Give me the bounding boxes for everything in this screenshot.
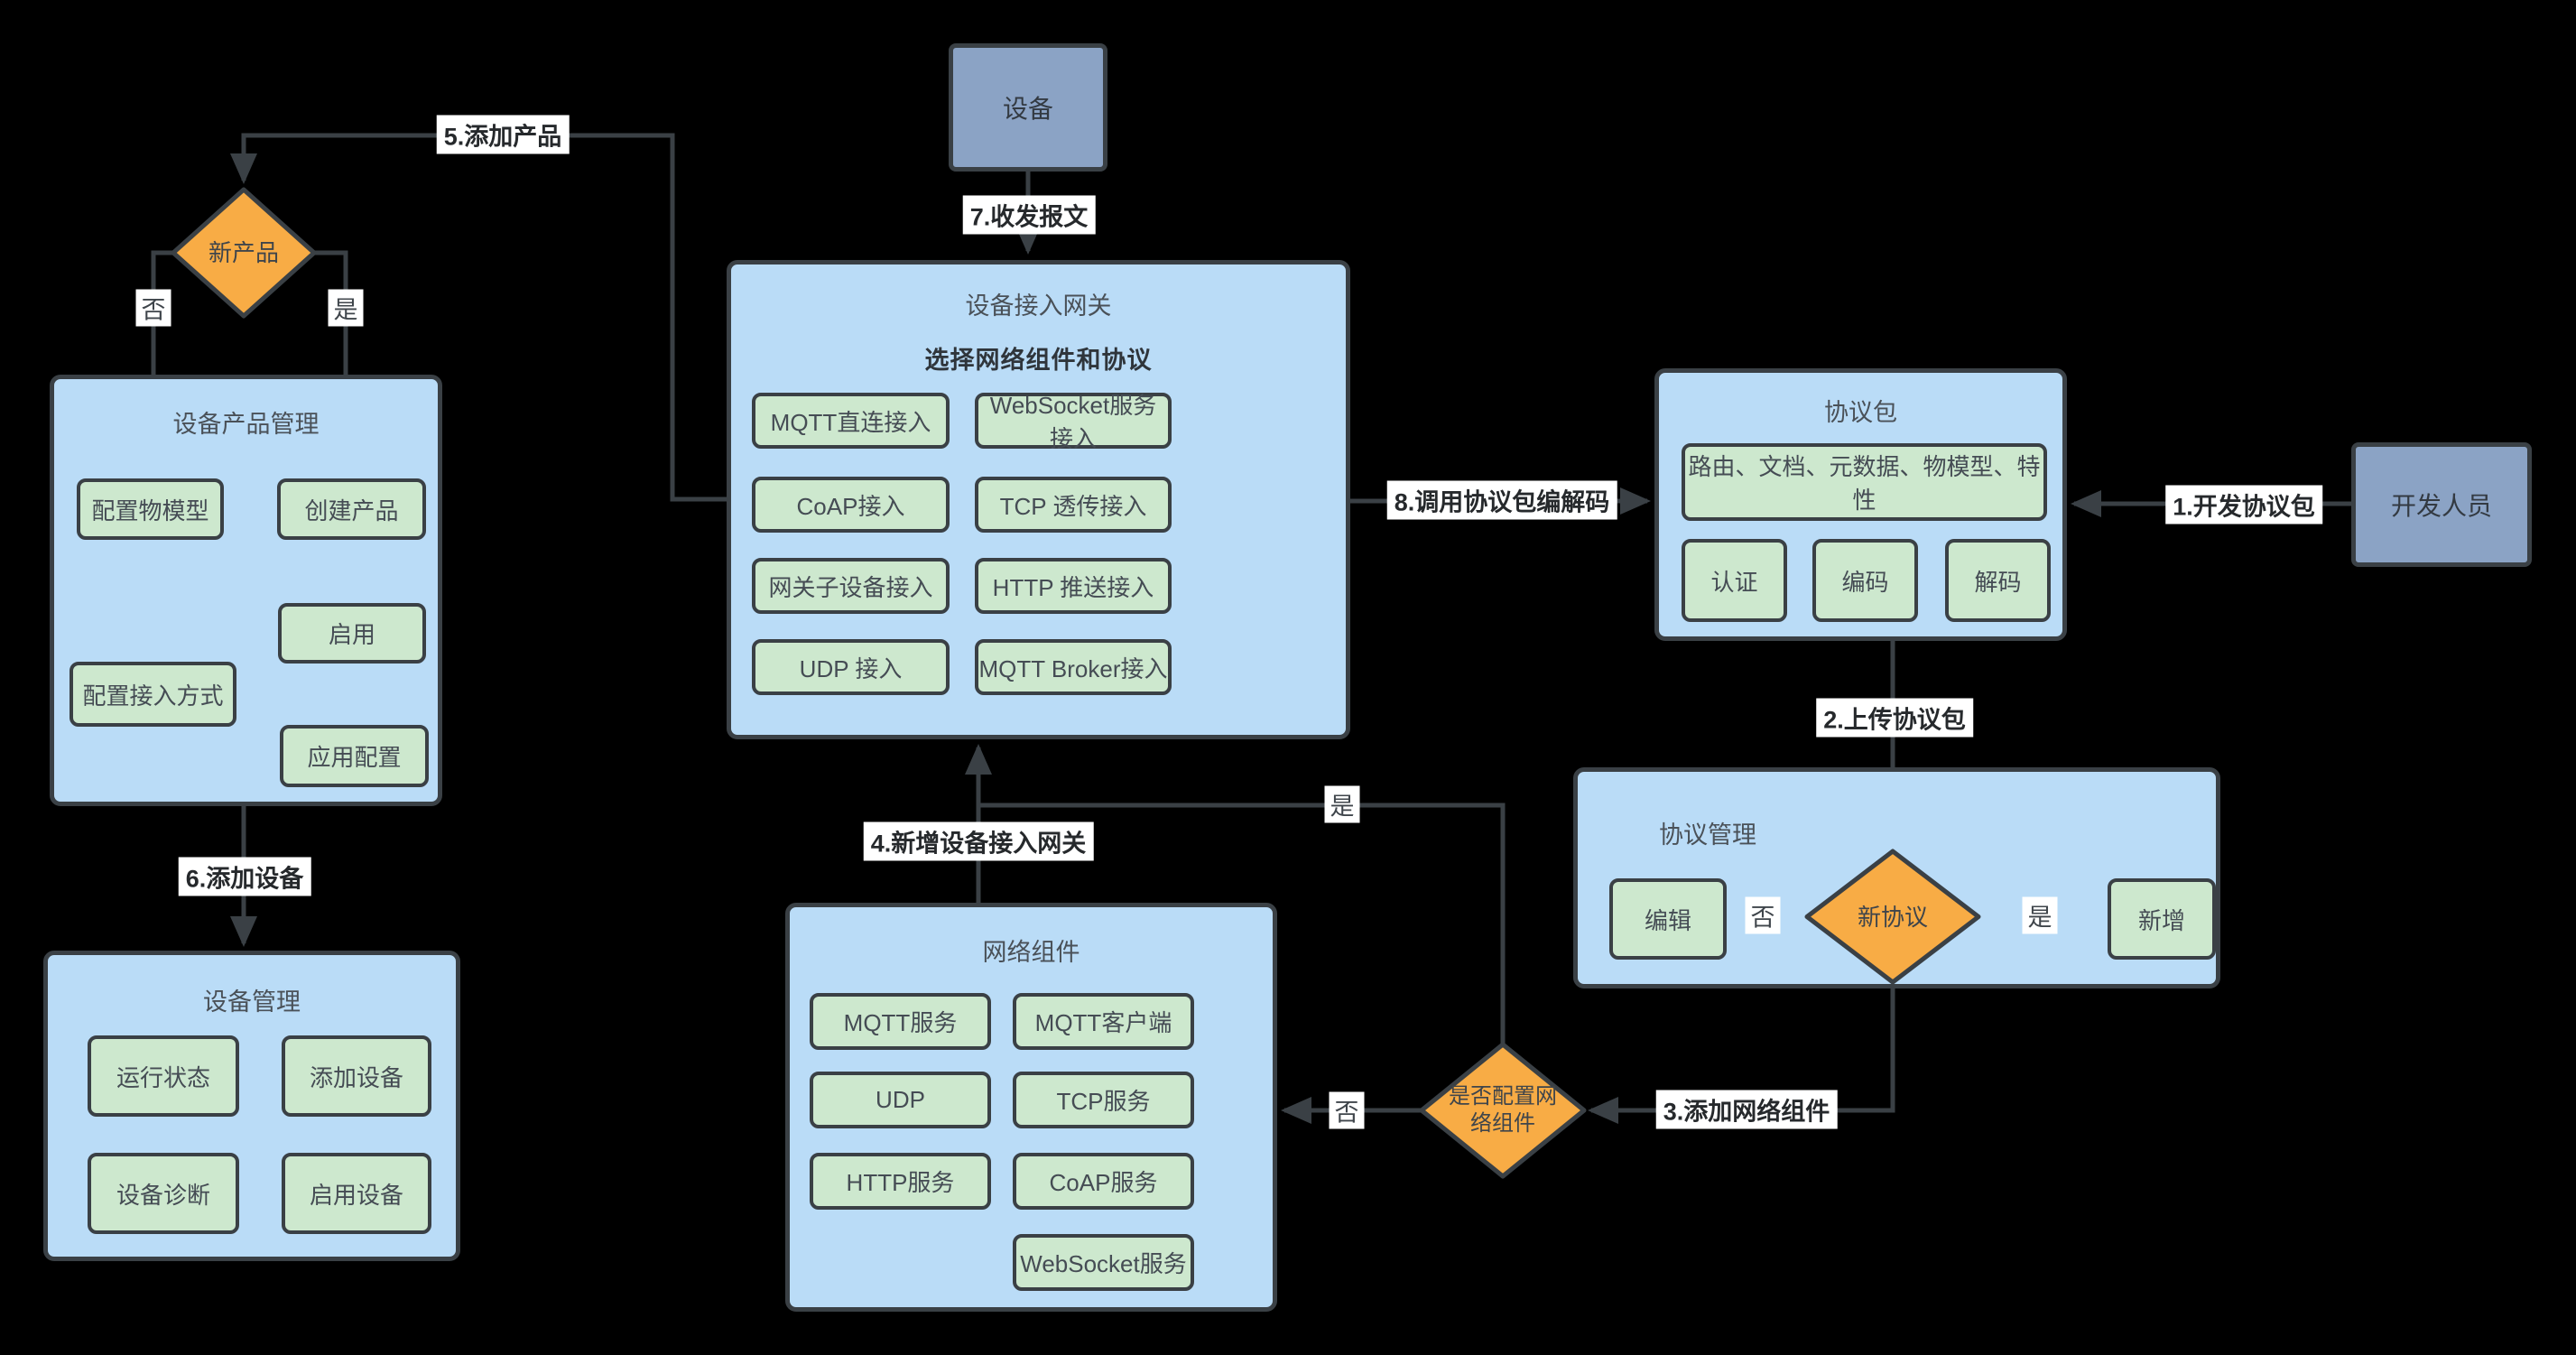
edge-label-6: 6.添加设备 bbox=[178, 857, 311, 896]
edge-label-2: 2.上传协议包 bbox=[1816, 698, 1973, 738]
network-btn-websocket-service: WebSocket服务 bbox=[1013, 1234, 1194, 1291]
gateway-btn-mqtt-broker: MQTT Broker接入 bbox=[975, 639, 1172, 695]
gateway-btn-mqtt-direct: MQTT直连接入 bbox=[752, 393, 950, 449]
new-product-decision: 新产品 bbox=[173, 190, 314, 316]
new-protocol-decision: 新协议 bbox=[1807, 851, 1978, 982]
edge-label-7: 7.收发报文 bbox=[962, 195, 1096, 235]
new-product-decision-label: 新产品 bbox=[208, 238, 279, 266]
product-mgmt-title: 设备产品管理 bbox=[172, 411, 320, 438]
edge-config-network-yes bbox=[978, 803, 1506, 1044]
network-btn-mqtt-service: MQTT服务 bbox=[810, 993, 991, 1050]
gateway-btn-http: HTTP 推送接入 bbox=[975, 558, 1172, 614]
product-mgmt-create-product-btn: 创建产品 bbox=[277, 478, 426, 540]
edge-label-config-network-yes: 是 bbox=[1324, 785, 1360, 823]
device-mgmt-title: 设备管理 bbox=[203, 988, 301, 1016]
edge-label-new-protocol-no: 否 bbox=[1745, 896, 1781, 934]
network-box: 网络组件 MQTT服务 MQTT客户端 UDP TCP服务 HTTP服务 CoA… bbox=[785, 903, 1277, 1312]
edge-label-new-product-yes: 是 bbox=[328, 289, 364, 327]
device-node: 设备 bbox=[949, 43, 1107, 172]
gateway-btn-tcp: TCP 透传接入 bbox=[975, 477, 1172, 533]
device-mgmt-enable-device-btn: 启用设备 bbox=[282, 1153, 431, 1234]
protocol-pkg-features: 路由、文档、元数据、物模型、特性 bbox=[1682, 443, 2047, 521]
product-mgmt-config-model-btn: 配置物模型 bbox=[77, 478, 224, 540]
product-mgmt-config-access-btn: 配置接入方式 bbox=[69, 662, 236, 727]
network-btn-coap-service: CoAP服务 bbox=[1013, 1153, 1194, 1210]
new-protocol-decision-label: 新协议 bbox=[1857, 903, 1929, 931]
gateway-btn-subdevice: 网关子设备接入 bbox=[752, 558, 950, 614]
config-network-decision: 是否配置网络组件 bbox=[1422, 1044, 1584, 1176]
network-btn-udp: UDP bbox=[810, 1072, 991, 1128]
network-title: 网络组件 bbox=[982, 939, 1080, 966]
protocol-pkg-encode: 编码 bbox=[1812, 539, 1918, 622]
gateway-btn-websocket: WebSocket服务接入 bbox=[975, 392, 1172, 452]
edge-label-new-product-no: 否 bbox=[135, 289, 171, 327]
protocol-mgmt-title: 协议管理 bbox=[1659, 821, 1756, 849]
config-network-decision-label: 是否配置网络组件 bbox=[1448, 1084, 1557, 1136]
network-btn-http-service: HTTP服务 bbox=[810, 1153, 991, 1210]
network-btn-mqtt-client: MQTT客户端 bbox=[1013, 993, 1194, 1050]
gateway-btn-udp: UDP 接入 bbox=[752, 639, 950, 695]
edge-label-3: 3.添加网络组件 bbox=[1655, 1090, 1838, 1129]
edge-label-1: 1.开发协议包 bbox=[2165, 485, 2322, 524]
edge-label-4: 4.新增设备接入网关 bbox=[863, 821, 1094, 861]
network-btn-tcp-service: TCP服务 bbox=[1013, 1072, 1194, 1128]
edge-label-new-protocol-yes: 是 bbox=[2022, 896, 2058, 934]
edge-label-config-network-no: 否 bbox=[1329, 1091, 1365, 1129]
device-mgmt-box: 设备管理 运行状态 添加设备 设备诊断 启用设备 bbox=[43, 951, 460, 1261]
edge-label-5: 5.添加产品 bbox=[436, 115, 570, 154]
edge-label-8: 8.调用协议包编解码 bbox=[1386, 480, 1617, 520]
protocol-pkg-box: 协议包 路由、文档、元数据、物模型、特性 认证 编码 解码 bbox=[1654, 368, 2067, 641]
protocol-mgmt-add-btn: 新增 bbox=[2108, 878, 2216, 960]
protocol-mgmt-edit-btn: 编辑 bbox=[1609, 878, 1727, 960]
product-mgmt-box: 设备产品管理 配置物模型 创建产品 启用 配置接入方式 应用配置 bbox=[50, 375, 442, 806]
device-mgmt-run-status-btn: 运行状态 bbox=[88, 1035, 239, 1117]
developer-node: 开发人员 bbox=[2351, 442, 2532, 567]
protocol-pkg-decode: 解码 bbox=[1945, 539, 2051, 622]
gateway-btn-coap: CoAP接入 bbox=[752, 477, 950, 533]
gateway-title: 设备接入网关 bbox=[965, 292, 1112, 320]
device-mgmt-add-device-btn: 添加设备 bbox=[282, 1035, 431, 1117]
device-label: 设备 bbox=[1002, 95, 1053, 123]
gateway-subtitle: 选择网络组件和协议 bbox=[924, 347, 1153, 374]
product-mgmt-app-config-btn: 应用配置 bbox=[280, 725, 429, 787]
protocol-pkg-auth: 认证 bbox=[1682, 539, 1787, 622]
device-mgmt-diagnose-btn: 设备诊断 bbox=[88, 1153, 239, 1234]
gateway-box: 设备接入网关 选择网络组件和协议 MQTT直连接入 WebSocket服务接入 … bbox=[727, 260, 1350, 739]
product-mgmt-enable-btn: 启用 bbox=[278, 603, 426, 664]
developer-label: 开发人员 bbox=[2390, 492, 2492, 520]
edge-5-gateway-to-new-product bbox=[230, 133, 727, 502]
protocol-pkg-title: 协议包 bbox=[1824, 399, 1897, 426]
